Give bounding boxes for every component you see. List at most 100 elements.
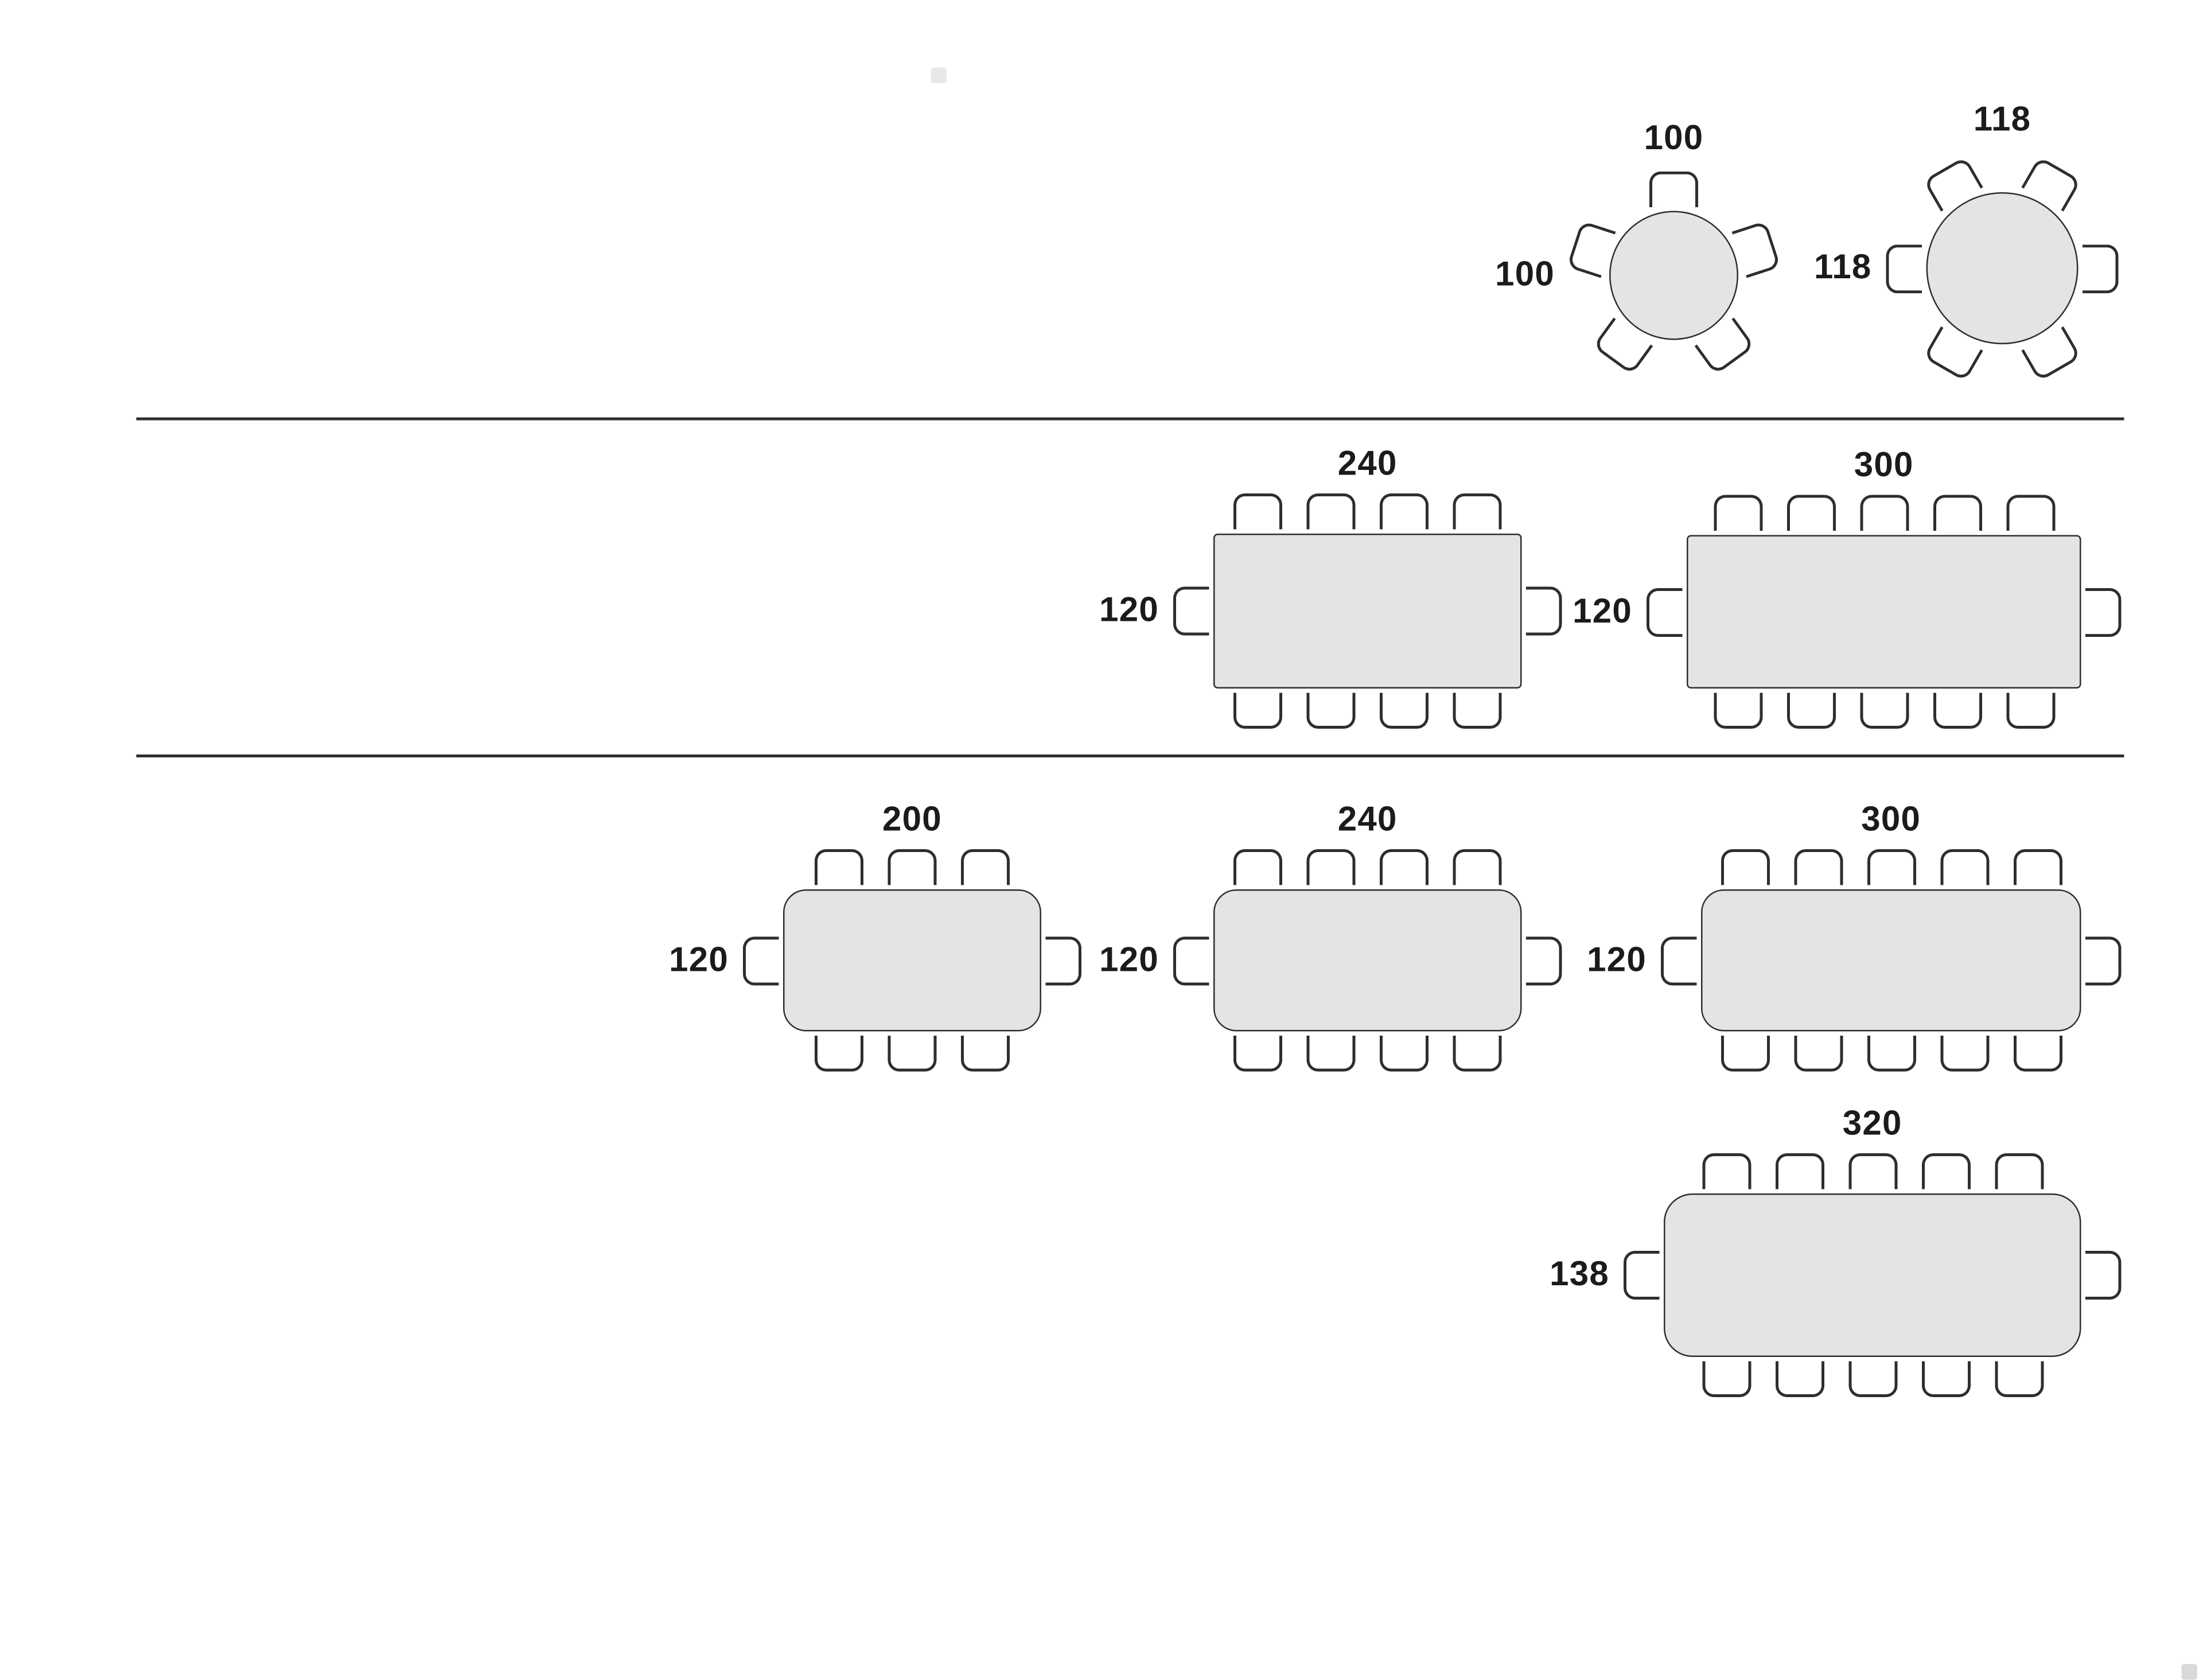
table-length-label: 300 xyxy=(1861,800,1921,839)
chair-icon xyxy=(1380,693,1429,729)
chair-icon xyxy=(1940,1036,1989,1072)
chair-icon xyxy=(1940,849,1989,885)
chair-icon xyxy=(2006,495,2055,531)
chair-icon xyxy=(815,1036,863,1072)
table-top-round-100 xyxy=(1609,211,1738,340)
table-diameter-side-label: 118 xyxy=(1813,248,1872,287)
chair-icon xyxy=(961,1036,1010,1072)
chair-icon xyxy=(1306,1036,1356,1072)
chair-icon xyxy=(1994,1153,2044,1189)
chair-icon xyxy=(1731,220,1781,278)
chair-icon xyxy=(1647,587,1683,636)
chair-icon xyxy=(1848,1153,1897,1189)
chair-icon xyxy=(1624,1251,1660,1300)
chair-icon xyxy=(1720,849,1769,885)
table-length-label: 240 xyxy=(1337,445,1398,484)
table-width-label: 120 xyxy=(1573,592,1632,631)
chair-icon xyxy=(1566,220,1616,278)
chair-icon xyxy=(1649,170,1698,207)
table-width-label: 120 xyxy=(669,940,729,979)
chair-icon xyxy=(1380,493,1429,530)
chair-icon xyxy=(1713,693,1762,729)
chair-icon xyxy=(1848,1361,1897,1397)
chair-icon xyxy=(1661,936,1697,985)
chair-icon xyxy=(1866,1036,1916,1072)
chair-icon xyxy=(1380,849,1429,885)
chair-icon xyxy=(1173,586,1209,636)
chair-icon xyxy=(1233,1036,1282,1072)
table-length-label: 300 xyxy=(1854,446,1914,485)
chair-icon xyxy=(888,1036,937,1072)
chair-icon xyxy=(743,936,779,985)
table-width-label: 120 xyxy=(1587,940,1647,979)
chair-icon xyxy=(888,849,937,885)
chair-icon xyxy=(1306,849,1356,885)
chair-icon xyxy=(1045,936,1081,985)
chair-icon xyxy=(1774,1361,1824,1397)
chair-icon xyxy=(2013,1036,2062,1072)
chair-icon xyxy=(1866,849,1916,885)
table-option-rounded-300x120: 300 120 xyxy=(1587,803,2122,1072)
chair-icon xyxy=(1921,1153,1970,1189)
table-top-round-118 xyxy=(1926,192,2079,344)
chair-icon xyxy=(1932,693,1982,729)
table-option-rounded-240x120: 240 120 xyxy=(1099,803,1562,1072)
chair-icon xyxy=(815,849,863,885)
table-diameter-label: 118 xyxy=(1973,100,2031,139)
table-top-rect-300 xyxy=(1687,535,2081,689)
table-length-label: 240 xyxy=(1337,800,1398,839)
chair-icon xyxy=(1774,1153,1824,1189)
chair-icon xyxy=(1306,493,1356,530)
table-width-label: 120 xyxy=(1099,591,1159,630)
chair-icon xyxy=(1526,936,1562,985)
table-top-rounded-200 xyxy=(783,889,1041,1032)
table-top-rounded-240 xyxy=(1213,889,1522,1032)
table-width-label: 120 xyxy=(1099,940,1159,979)
section-divider-2 xyxy=(136,755,2124,757)
table-top-rounded-300 xyxy=(1701,889,2081,1032)
chair-icon xyxy=(1453,1036,1502,1072)
chair-icon xyxy=(961,849,1010,885)
chair-icon xyxy=(1994,1361,2044,1397)
chair-icon xyxy=(1793,1036,1843,1072)
chair-icon xyxy=(2013,849,2062,885)
table-top-rect-240 xyxy=(1213,534,1522,689)
table-option-rect-240x120: 240 120 xyxy=(1099,447,1562,729)
decorative-square-bottom-right xyxy=(2181,1664,2197,1680)
chair-icon xyxy=(1793,849,1843,885)
chair-icon xyxy=(1702,1361,1751,1397)
chair-icon xyxy=(2085,1251,2122,1300)
table-top-rounded-320 xyxy=(1664,1193,2081,1357)
chair-icon xyxy=(1453,693,1502,729)
table-length-label: 200 xyxy=(882,800,942,839)
decorative-square-top xyxy=(931,67,947,83)
chair-icon xyxy=(1306,693,1356,729)
table-option-rounded-320x138: 320 138 xyxy=(1550,1107,2122,1397)
chair-icon xyxy=(1453,493,1502,530)
table-diameter-label: 100 xyxy=(1644,119,1704,158)
chair-icon xyxy=(1702,1153,1751,1189)
chair-icon xyxy=(1859,495,1909,531)
table-width-label: 138 xyxy=(1550,1255,1609,1294)
chair-icon xyxy=(2006,693,2055,729)
chair-icon xyxy=(1453,849,1502,885)
table-option-rounded-200x120: 200 120 xyxy=(669,803,1081,1072)
chair-icon xyxy=(1233,693,1282,729)
table-length-label: 320 xyxy=(1842,1105,1902,1144)
chair-icon xyxy=(1786,693,1835,729)
chair-icon xyxy=(2085,936,2122,985)
chair-icon xyxy=(1233,493,1282,530)
table-option-rect-300x120: 300 120 xyxy=(1573,448,2122,729)
chair-icon xyxy=(1921,1361,1970,1397)
chair-icon xyxy=(2085,587,2122,636)
chair-icon xyxy=(1233,849,1282,885)
section-divider-1 xyxy=(136,417,2124,421)
chair-icon xyxy=(1713,495,1762,531)
chair-icon xyxy=(1932,495,1982,531)
chair-icon xyxy=(2083,244,2119,293)
chair-icon xyxy=(1380,1036,1429,1072)
chair-icon xyxy=(1526,586,1562,636)
chair-icon xyxy=(1886,244,1922,293)
chair-icon xyxy=(1786,495,1835,531)
